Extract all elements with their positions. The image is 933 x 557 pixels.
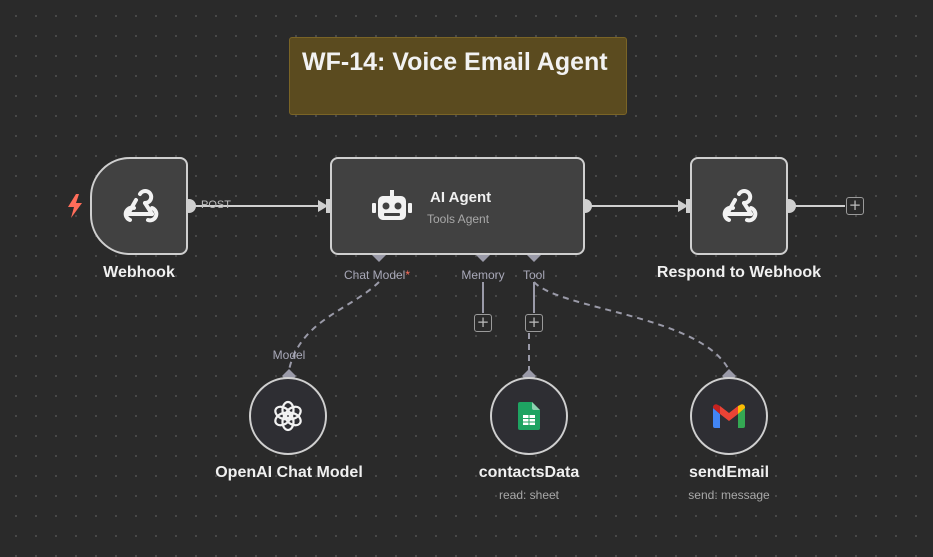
webhook-node-label: Webhook — [103, 264, 175, 281]
webhook-node[interactable] — [90, 157, 188, 255]
openai-node-label: OpenAI Chat Model — [215, 464, 363, 481]
google-sheets-icon — [492, 379, 566, 453]
send-email-node[interactable] — [690, 377, 768, 455]
webhook-icon — [92, 159, 188, 253]
webhook-icon — [692, 159, 786, 253]
memory-port-label: Memory — [461, 268, 505, 282]
contacts-data-node[interactable] — [490, 377, 568, 455]
sticky-note[interactable]: WF-14: Voice Email Agent — [289, 37, 627, 115]
robot-icon — [370, 189, 414, 225]
chat-model-port-label: Chat Model* — [343, 268, 411, 282]
post-connection-label: POST — [201, 199, 231, 211]
connection-arrow — [318, 200, 328, 212]
add-next-node-button[interactable]: + — [846, 197, 864, 215]
ai-agent-title: AI Agent — [430, 189, 492, 206]
contacts-node-subtitle: read: sheet — [498, 488, 560, 502]
add-tool-button[interactable]: + — [525, 314, 543, 332]
gmail-icon — [692, 379, 766, 453]
connection-arrow — [678, 200, 688, 212]
tool-port-label: Tool — [522, 268, 546, 282]
ai-agent-node[interactable] — [330, 157, 585, 255]
add-memory-button[interactable]: + — [474, 314, 492, 332]
respond-node-label: Respond to Webhook — [656, 264, 822, 281]
respond-to-webhook-node[interactable] — [690, 157, 788, 255]
model-port-label: Model — [272, 348, 306, 362]
openai-chat-model-node[interactable] — [249, 377, 327, 455]
ai-agent-subtitle: Tools Agent — [427, 212, 490, 226]
connection-tool-sendemail — [533, 281, 730, 371]
send-email-node-label: sendEmail — [688, 464, 770, 481]
openai-icon — [251, 379, 325, 453]
contacts-node-label: contactsData — [478, 464, 580, 481]
send-email-node-subtitle: send: message — [688, 488, 770, 502]
sticky-note-title: WF-14: Voice Email Agent — [302, 48, 608, 76]
trigger-bolt-icon — [68, 194, 82, 218]
